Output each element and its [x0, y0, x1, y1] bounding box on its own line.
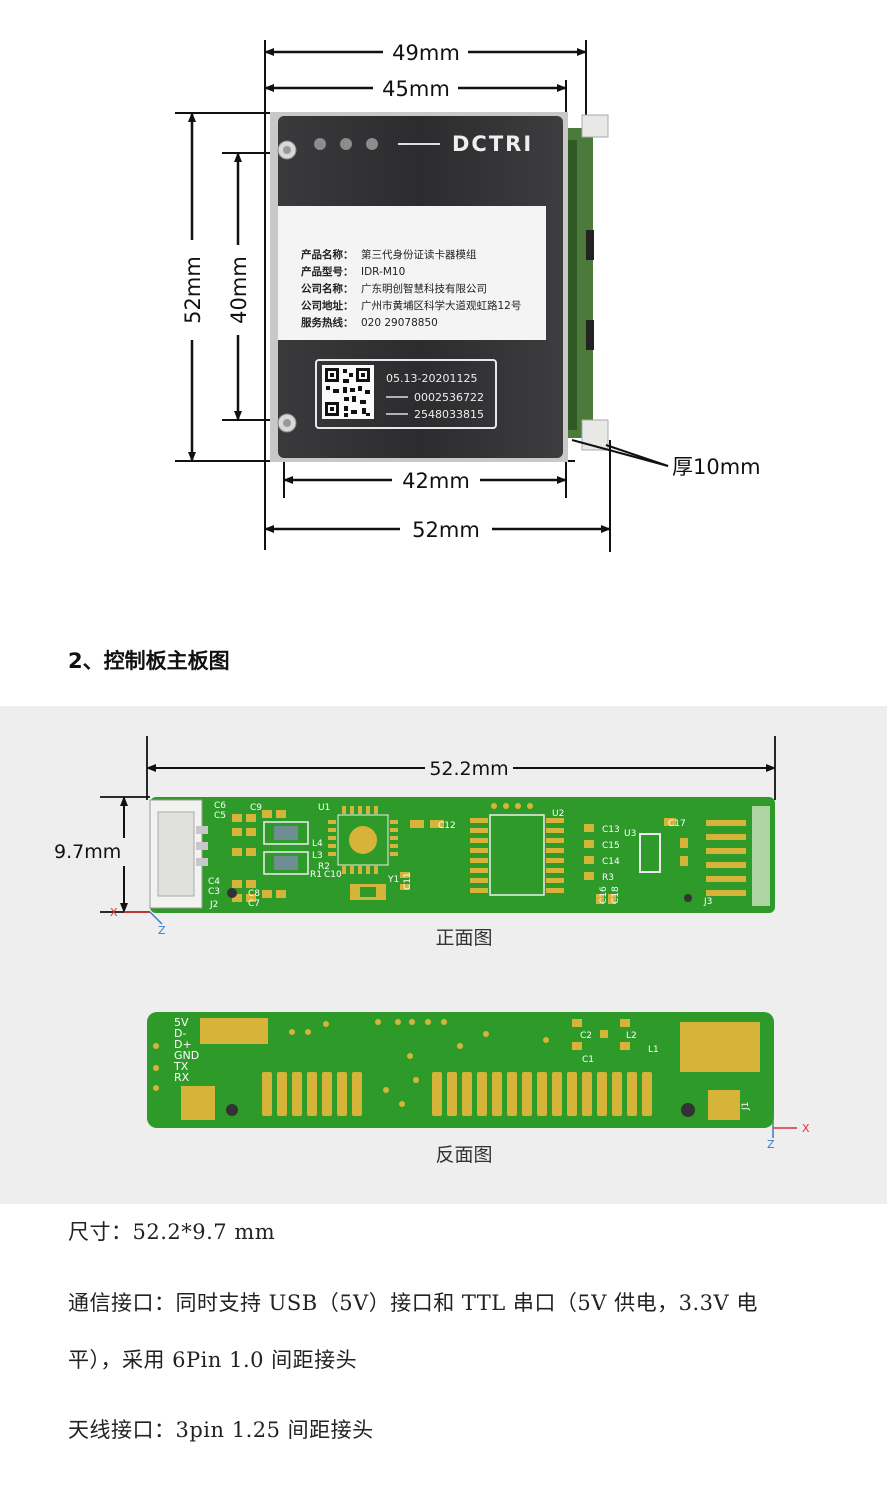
- silk-back-c1: C1: [582, 1055, 594, 1065]
- axis-z-back: Z: [767, 1138, 775, 1151]
- module-side-board: [565, 114, 609, 451]
- silk-c4: C4: [208, 877, 220, 887]
- serial-2: 0002536722: [414, 391, 484, 404]
- pcb-dim-height-label: 9.7mm: [54, 841, 121, 863]
- dim-label-40v: 40mm: [227, 256, 251, 324]
- label-key-5: 服务热线：: [301, 316, 354, 329]
- silk-back-c2: C2: [580, 1031, 592, 1041]
- chip-u3: [639, 833, 661, 873]
- back-caption: 反面图: [435, 1144, 492, 1166]
- silk-c7: C7: [248, 899, 260, 909]
- silk-c16: C16: [599, 886, 609, 904]
- dim-label-52h: 52mm: [412, 518, 480, 542]
- silk-j3: J3: [703, 897, 712, 907]
- label-key-3: 公司名称：: [301, 282, 354, 295]
- axis-indicator-front: X Z: [110, 906, 166, 937]
- axis-x-back: X: [802, 1122, 810, 1135]
- label-value-4: 广州市黄埔区科学大道观虹路12号: [361, 299, 521, 312]
- label-value-2: IDR-M10: [361, 266, 405, 278]
- pcb-front-board: C6 C5 C9 U1 U2 C12 C13 C15 C14 R3 U3 C17…: [110, 797, 775, 937]
- led-3: [366, 138, 378, 150]
- silk-c12: C12: [438, 821, 456, 831]
- silk-r1: R1: [310, 870, 322, 880]
- axis-x-front: X: [110, 906, 118, 919]
- silk-c3: C3: [208, 887, 220, 897]
- axis-z-front: Z: [158, 924, 166, 937]
- silk-back-l2: L2: [626, 1031, 637, 1041]
- silk-c15: C15: [602, 841, 620, 851]
- silk-c17: C17: [668, 819, 686, 829]
- brand-logo: DCTRI: [452, 132, 533, 156]
- dim-label-42: 42mm: [402, 469, 470, 493]
- silk-c9: C9: [250, 803, 262, 813]
- pin-label-rx: RX: [174, 1071, 190, 1084]
- silk-c13: C13: [602, 825, 620, 835]
- silk-c5: C5: [214, 811, 226, 821]
- label-key-4: 公司地址：: [301, 299, 354, 312]
- silk-c18: C18: [611, 886, 621, 904]
- dim-label-49: 49mm: [392, 41, 460, 65]
- led-1: [314, 138, 326, 150]
- section-heading: 2、控制板主板图: [68, 649, 230, 673]
- label-key-2: 产品型号：: [301, 265, 354, 278]
- silk-y1: Y1: [387, 875, 399, 885]
- label-value-5: 020 29078850: [361, 317, 438, 329]
- silk-c14: C14: [602, 857, 620, 867]
- silk-l4: L4: [312, 839, 323, 849]
- connector-j3: [706, 820, 746, 896]
- silk-c11: C11: [403, 872, 413, 890]
- chip-u2: [489, 814, 545, 896]
- spec-size: 尺寸：52.2*9.7 mm: [68, 1220, 276, 1244]
- serial-box: [315, 359, 497, 429]
- pin-label-gnd: GND: [174, 1049, 199, 1062]
- chip-u1: [337, 814, 389, 866]
- front-caption: 正面图: [435, 927, 492, 949]
- spec-comm-line2: 平），采用 6Pin 1.0 间距接头: [68, 1348, 358, 1372]
- silk-r2: R2: [318, 862, 330, 872]
- silk-l3: L3: [312, 851, 323, 861]
- silk-r3: R3: [602, 873, 614, 883]
- silk-back-l1: L1: [648, 1045, 659, 1055]
- led-2: [340, 138, 352, 150]
- product-label: [278, 206, 546, 340]
- pin-label-dminus: D-: [174, 1027, 186, 1040]
- spec-comm-line1: 通信接口：同时支持 USB（5V）接口和 TTL 串口（5V 供电，3.3V 电: [68, 1291, 758, 1315]
- spec-antenna: 天线接口：3pin 1.25 间距接头: [68, 1418, 374, 1442]
- silk-back-j1: J1: [741, 1102, 751, 1111]
- silk-u1: U1: [318, 803, 330, 813]
- dim-label-thickness: 厚10mm: [672, 455, 761, 479]
- serial-1: 05.13-20201125: [386, 372, 477, 385]
- label-value-3: 广东明创智慧科技有限公司: [361, 282, 487, 295]
- dim-label-45: 45mm: [382, 77, 450, 101]
- module-body: DCTRI 产品名称： 第三代身份证读卡器模组 产品型号： IDR-M10 公司…: [270, 112, 568, 462]
- pin-label-dplus: D+: [174, 1038, 192, 1051]
- label-value-1: 第三代身份证读卡器模组: [361, 248, 477, 261]
- silk-c6: C6: [214, 801, 226, 811]
- silk-u3: U3: [624, 829, 636, 839]
- silk-u2: U2: [552, 809, 564, 819]
- thickness-leaders: [571, 439, 669, 467]
- dim-label-52v: 52mm: [181, 256, 205, 324]
- axis-indicator-back: X Z: [767, 1114, 810, 1151]
- pcb-dim-width-label: 52.2mm: [429, 758, 508, 780]
- silk-j2: J2: [209, 900, 218, 910]
- serial-3: 2548033815: [414, 408, 484, 421]
- pcb-figure: 52.2mm 9.7mm: [54, 736, 810, 1166]
- silk-c8: C8: [248, 889, 260, 899]
- module-dimension-figure: 49mm 45mm 42mm 52mm 厚10mm 52mm 40mm DCTR…: [175, 40, 761, 552]
- silk-c10: C10: [324, 870, 342, 880]
- pin-label-5v: 5V: [174, 1016, 189, 1029]
- pin-header-pads: [181, 1019, 760, 1120]
- pin-label-tx: TX: [173, 1060, 189, 1073]
- pcb-back-board: 5V D- D+ GND TX RX C2 L2 C1 L1 J1 X Z: [147, 1012, 810, 1151]
- label-key-1: 产品名称：: [301, 248, 354, 261]
